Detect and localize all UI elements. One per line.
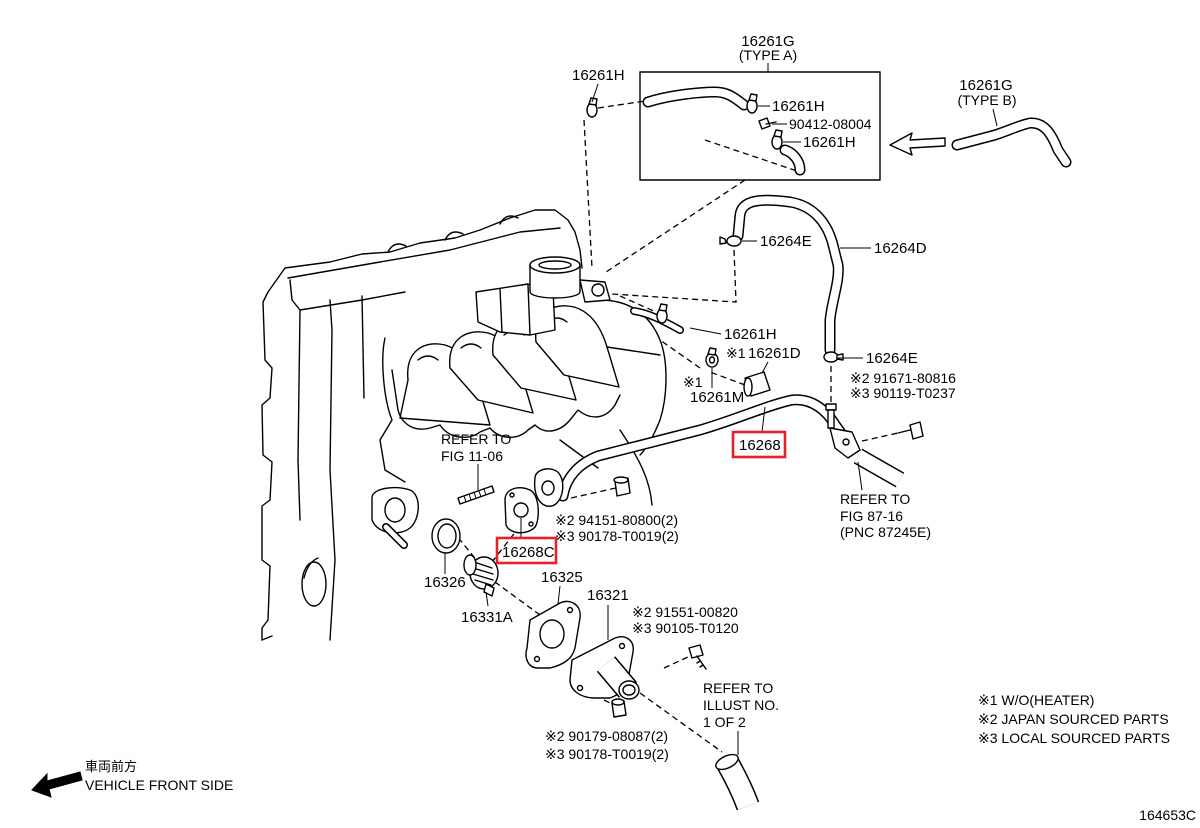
label-16261m-mark: ※1 [683,374,703,390]
label-refer-fig-87-16-line1: REFER TO [840,491,910,507]
label-refer-illust-line1: REFER TO [703,680,773,696]
legend-note-2: ※2 JAPAN SOURCED PARTS [978,711,1169,727]
hose-16261m [705,347,719,368]
hose-short-type-a [779,144,806,176]
label-16261h-type-a-2[interactable]: 16261H [803,134,856,151]
intake-manifold [391,299,667,506]
hose-to-fig-87-16 [853,448,905,488]
label-bolt-bracket-local: ※3 90119-T0237 [850,385,956,401]
part-16331a [463,554,499,597]
label-bolt-housing-japan: ※2 91551-00820 [632,604,738,620]
nut-housing [611,698,627,718]
label-16268[interactable]: 16268 [739,437,781,454]
bolt-bracket-side [897,421,924,440]
label-refer-fig-11-06-line1: REFER TO [441,431,511,447]
label-refer-fig-11-06-line2: FIG 11-06 [441,448,503,464]
clamp-16261h-type-a-1 [746,93,758,114]
label-16264e-upper[interactable]: 16264E [760,233,812,250]
label-nut-pipe-japan: ※2 94151-80800(2) [555,512,678,528]
label-16261g-type-a[interactable]: 16261G [741,33,794,50]
label-16261h-outer[interactable]: 16261H [572,67,625,84]
pipe-flange [533,468,564,507]
clamp-16261h-type-a-2 [771,129,783,150]
label-16261d-mark: ※1 [726,345,746,361]
block-water-port [371,486,419,549]
ring-16326 [431,518,461,554]
label-16326[interactable]: 16326 [424,574,466,591]
highlight-box-16268 [731,430,787,459]
label-refer-fig-87-16-line3: (PNC 87245E) [840,524,931,540]
label-type-b: (TYPE B) [957,92,1016,108]
legend-note-1: ※1 W/O(HEATER) [978,692,1094,708]
leader-lines [444,83,871,755]
label-nut-pipe-local: ※3 90178-T0019(2) [555,528,679,544]
arrow-left-icon [31,771,83,798]
label-16264e-lower[interactable]: 16264E [866,350,918,367]
hose-lower [715,753,760,811]
label-type-a: (TYPE A) [739,47,797,63]
label-90412-08004: 90412-08004 [789,116,872,132]
clamp-16261h-manifold [656,303,668,324]
label-nut-housing-local: ※3 90178-T0019(2) [545,746,669,762]
label-16325[interactable]: 16325 [541,569,583,586]
label-bolt-bracket-japan: ※2 91671-80816 [850,370,956,386]
label-16331a[interactable]: 16331A [461,609,513,626]
hose-16261g-type-b [951,108,1072,168]
direction-label-jp: 車両前方 [85,759,137,775]
highlight-box-16268c [495,536,558,565]
gasket-16325 [525,600,581,669]
label-16321[interactable]: 16321 [587,587,629,604]
label-refer-illust-line3: 1 OF 2 [703,714,746,730]
clamp-16264e-upper [719,235,742,247]
bolt-housing [688,644,707,670]
gasket-16268c [504,487,539,534]
housing-16321 [569,636,640,700]
pipe-16268 [557,394,852,502]
label-refer-fig-87-16-line2: FIG 87-16 [840,508,903,524]
type-a-box [639,63,881,181]
hose-16261g-type-a [642,86,750,111]
clamp-16261h-outer [586,97,598,118]
dashed-leader-lines [451,100,899,753]
bolt-bracket-vertical [825,403,837,429]
arrow-left-icon [889,132,946,156]
hose-manifold-short [630,307,684,334]
label-16261d[interactable]: 16261D [748,345,801,362]
vehicle-front-indicator: 車両前方 VEHICLE FRONT SIDE [31,759,233,798]
label-bolt-housing-local: ※3 90105-T0120 [632,620,739,636]
label-16261h-manifold[interactable]: 16261H [724,326,777,343]
figure-id: 164653C [1139,807,1196,823]
engine-outline [261,209,583,641]
label-16268c[interactable]: 16268C [502,544,555,561]
label-16261m[interactable]: 16261M [690,389,744,406]
label-refer-illust-line2: ILLUST NO. [703,697,779,713]
direction-label-en: VEHICLE FRONT SIDE [85,777,233,793]
label-nut-housing-japan: ※2 90179-08087(2) [545,728,668,744]
label-16261g-type-b[interactable]: 16261G [959,77,1012,94]
label-16264d[interactable]: 16264D [874,240,927,257]
hose-16264d [732,194,844,356]
legend: ※1 W/O(HEATER) ※2 JAPAN SOURCED PARTS ※3… [978,692,1170,746]
callout-labels: 16261G (TYPE A) 16261H 16261H 90412-0800… [424,33,1017,762]
nut-pipe [613,476,631,497]
clamp-16264e-lower [823,351,844,363]
clip-bolt-90412-08004 [758,117,777,130]
legend-note-3: ※3 LOCAL SOURCED PARTS [978,730,1170,746]
plug-16261d [743,371,771,397]
pipe-bracket [829,427,861,459]
throttle-body [475,256,611,336]
label-16261h-type-a-1[interactable]: 16261H [772,98,825,115]
stud-bolt [457,485,495,505]
